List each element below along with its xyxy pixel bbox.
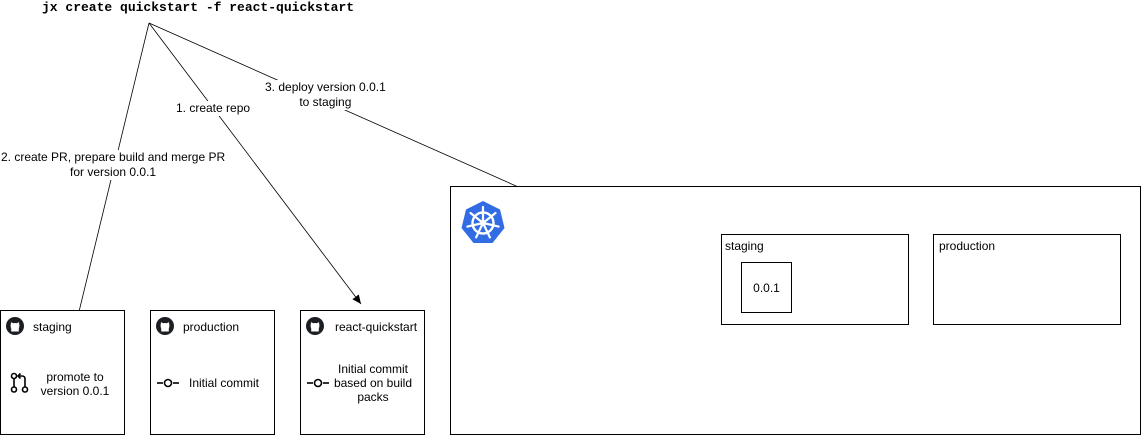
command-text: jx create quickstart -f react-quickstart (42, 0, 355, 15)
deployed-version-box: 0.0.1 (741, 262, 792, 313)
step-create-pr-label: 2. create PR, prepare build and merge PR… (1, 150, 226, 180)
repo-staging-title: staging (33, 320, 72, 334)
commit-icon (307, 378, 329, 388)
step-create-repo-label: 1. create repo (176, 101, 251, 116)
namespace-staging: staging 0.0.1 (721, 234, 909, 325)
namespace-production: production (933, 234, 1121, 325)
arrow-create-pr (66, 22, 150, 358)
pull-request-icon (10, 372, 29, 393)
namespace-staging-title: staging (725, 239, 764, 253)
repo-staging: staging promote to version 0.0.1 (0, 310, 125, 435)
repo-production: production Initial commit (150, 310, 275, 435)
commit-icon (157, 378, 179, 388)
kubernetes-icon (461, 201, 505, 243)
github-icon (6, 317, 24, 335)
repo-staging-item: promote to version 0.0.1 (40, 370, 110, 398)
repo-production-title: production (183, 320, 240, 334)
repo-react-quickstart-item: Initial commit based on build packs (333, 362, 413, 404)
repo-production-item: Initial commit (189, 376, 260, 390)
arrow-create-repo (148, 22, 362, 305)
deployed-version: 0.0.1 (753, 281, 780, 295)
step-deploy-label: 3. deploy version 0.0.1 to staging (265, 80, 386, 110)
repo-react-quickstart: react-quickstart Initial commit based on… (300, 310, 425, 435)
github-icon (156, 317, 174, 335)
namespace-production-title: production (939, 239, 996, 253)
github-icon (306, 317, 324, 335)
repo-react-quickstart-title: react-quickstart (335, 320, 418, 334)
kubernetes-cluster: staging 0.0.1 production (450, 186, 1141, 435)
